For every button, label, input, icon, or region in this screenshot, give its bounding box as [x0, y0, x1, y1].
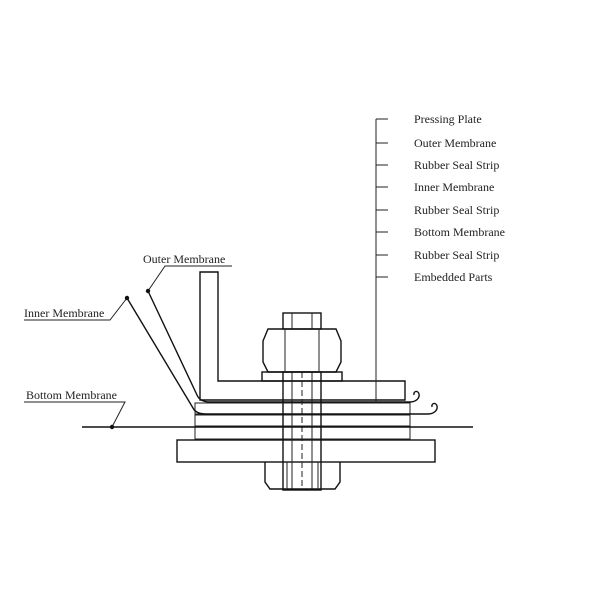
right-labels: Pressing Plate Outer Membrane Rubber Sea…	[414, 112, 505, 284]
right-leader	[375, 118, 388, 403]
label-bottom-membrane-left: Bottom Membrane	[26, 388, 117, 402]
left-leaders	[24, 265, 232, 430]
pressing-plate	[199, 271, 406, 401]
bolt-end-bottom	[264, 462, 341, 490]
label-inner-membrane-left: Inner Membrane	[24, 306, 104, 320]
nut	[262, 328, 342, 373]
embedded-plate	[176, 439, 436, 463]
membranes	[82, 290, 473, 428]
label-rubber-seal-strip-3: Rubber Seal Strip	[414, 248, 499, 262]
label-pressing-plate: Pressing Plate	[414, 112, 482, 126]
label-rubber-seal-strip-2: Rubber Seal Strip	[414, 203, 499, 217]
label-outer-membrane-left: Outer Membrane	[143, 252, 225, 266]
label-embedded-parts: Embedded Parts	[414, 270, 493, 284]
label-bottom-membrane-right: Bottom Membrane	[414, 225, 505, 239]
label-inner-membrane-right: Inner Membrane	[414, 180, 494, 194]
label-outer-membrane-right: Outer Membrane	[414, 136, 496, 150]
label-rubber-seal-strip-1: Rubber Seal Strip	[414, 158, 499, 172]
